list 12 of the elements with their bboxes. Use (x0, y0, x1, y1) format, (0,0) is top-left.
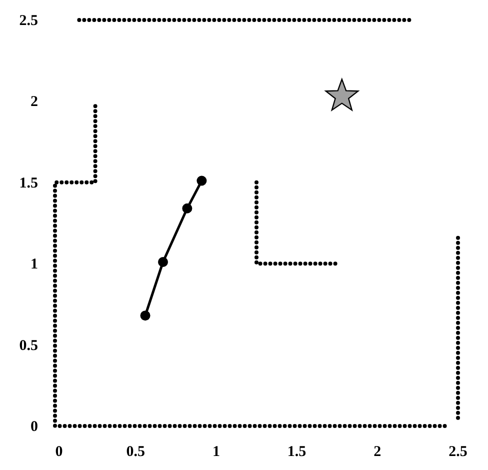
axis-tick-label: 2.5 (19, 13, 38, 29)
axis-tick-label: 1.5 (287, 444, 306, 460)
axis-tick-label: 0.5 (126, 444, 145, 460)
axis-tick-label: 2 (374, 444, 382, 460)
axis-tick-label: 0 (55, 444, 63, 460)
axis-tick-label: 2 (30, 94, 38, 110)
axis-tick-label: 1.5 (19, 175, 38, 192)
axis-tick-label: 1 (30, 256, 38, 273)
axis-tick-label: 1 (212, 444, 220, 460)
axis-tick-label: 2.5 (448, 444, 468, 460)
axis-tick-label: 0 (30, 419, 38, 435)
axis-tick-label: 0.5 (19, 338, 38, 354)
